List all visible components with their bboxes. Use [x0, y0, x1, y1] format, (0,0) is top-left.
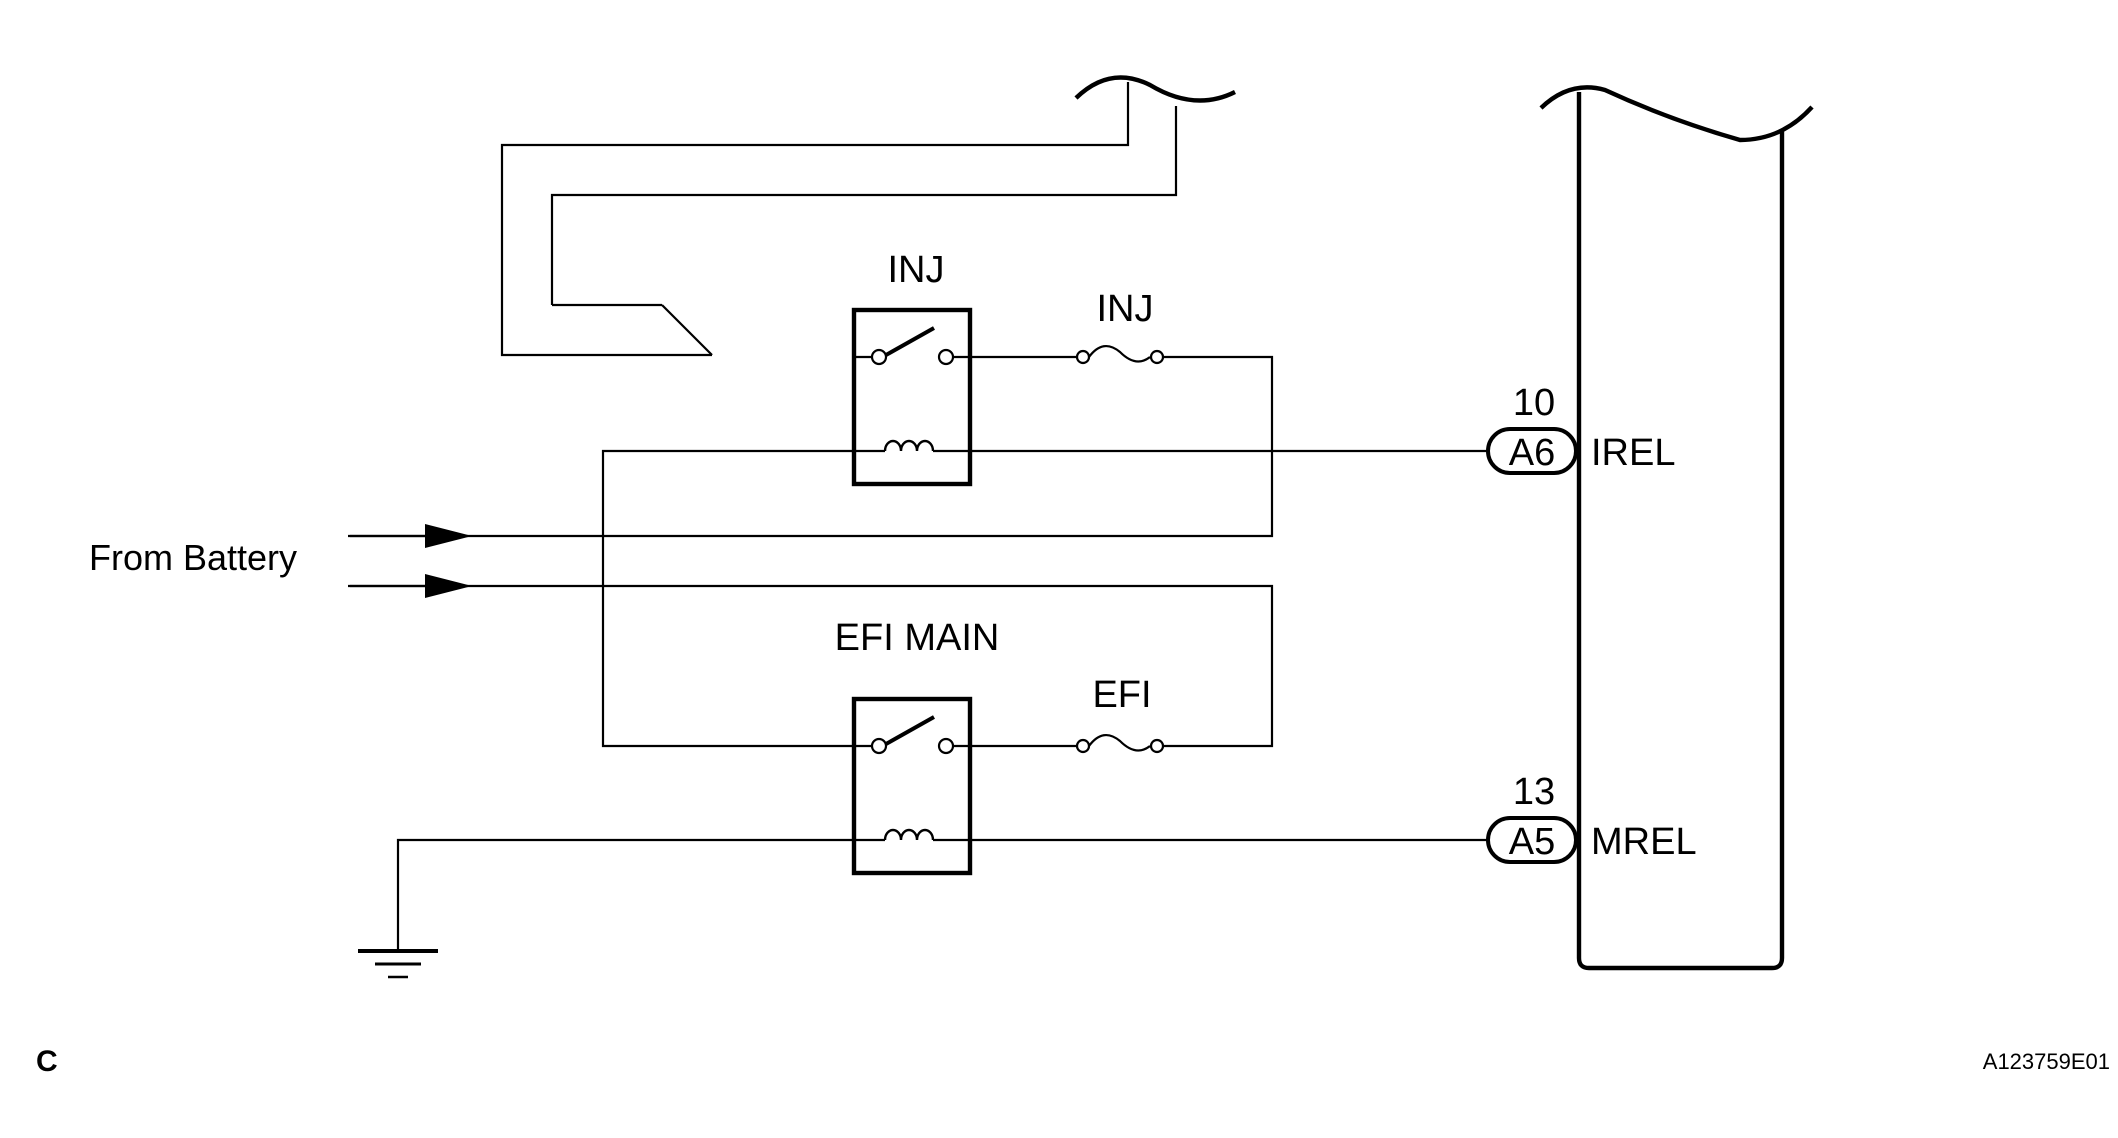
- connector-a6-capsule: [1486, 427, 1578, 475]
- ecm-break-wave: [1539, 85, 1814, 143]
- corner-letter: C: [36, 1045, 58, 1078]
- ecm-pin-irel: A6 10 IREL: [1486, 382, 1675, 475]
- efi-relay-contact-left: [870, 737, 888, 755]
- inj-relay-switch-arm: [885, 326, 935, 357]
- figure-id: A123759E01: [1983, 1049, 2110, 1074]
- connector-a5-capsule: [1486, 816, 1578, 864]
- efi-relay-contact-right: [937, 737, 955, 755]
- inj-fuse-element: [1088, 345, 1151, 363]
- efi-main-relay: EFI MAIN: [835, 617, 1000, 876]
- efi-fuse-label: EFI: [1092, 674, 1151, 716]
- inj-fuse-terminal-left: [1075, 349, 1091, 365]
- inj-relay-label: INJ: [888, 249, 945, 291]
- pin-number-10: 10: [1513, 382, 1555, 424]
- inj-fuse-to-battery-wire: [348, 355, 1274, 538]
- battery-input: From Battery: [89, 524, 472, 598]
- inj-relay-box: [851, 307, 973, 487]
- inj-fuse-label: INJ: [1097, 288, 1154, 330]
- efi-fuse-terminal-left: [1075, 738, 1091, 754]
- inj-relay: INJ: [851, 249, 973, 487]
- connector-a6-label: A6: [1509, 432, 1555, 474]
- harness-wire-outer: [500, 82, 1130, 357]
- battery-arrow-head-2: [425, 574, 472, 598]
- efi-main-relay-box: [851, 696, 973, 876]
- upper-harness: [500, 75, 1236, 357]
- connector-a5-label: A5: [1509, 821, 1555, 863]
- terminal-irel-label: IREL: [1591, 432, 1675, 474]
- inj-fuse: INJ: [1075, 288, 1165, 365]
- terminal-mrel-label: MREL: [1591, 821, 1697, 863]
- efi-fuse: EFI: [1075, 674, 1165, 754]
- harness-break-wave: [1074, 75, 1236, 103]
- ecm-unit: [1539, 85, 1814, 971]
- efi-output-to-inj-coil-wire: [601, 449, 854, 748]
- efi-main-relay-label: EFI MAIN: [835, 617, 1000, 659]
- efi-relay-switch-arm: [885, 715, 935, 746]
- ground-symbol: [358, 949, 438, 979]
- battery-label: From Battery: [89, 537, 297, 578]
- harness-wire-inner: [550, 106, 1178, 305]
- battery-arrow-head-1: [425, 524, 472, 548]
- efi-coil-ground-wire: [396, 838, 854, 951]
- inj-relay-contact-left: [870, 348, 888, 366]
- ecm-outline: [1576, 92, 1785, 971]
- ecm-pin-mrel: A5 13 MREL: [1486, 771, 1697, 864]
- pin-number-13: 13: [1513, 771, 1555, 813]
- harness-merge-diagonal: [661, 304, 713, 356]
- inj-fuse-terminal-right: [1149, 349, 1165, 365]
- efi-fuse-to-battery-wire: [348, 584, 1274, 748]
- inj-relay-coil: [883, 439, 935, 452]
- efi-fuse-element: [1088, 734, 1151, 752]
- inj-relay-contact-right: [937, 348, 955, 366]
- efi-relay-coil: [883, 828, 935, 841]
- efi-fuse-terminal-right: [1149, 738, 1165, 754]
